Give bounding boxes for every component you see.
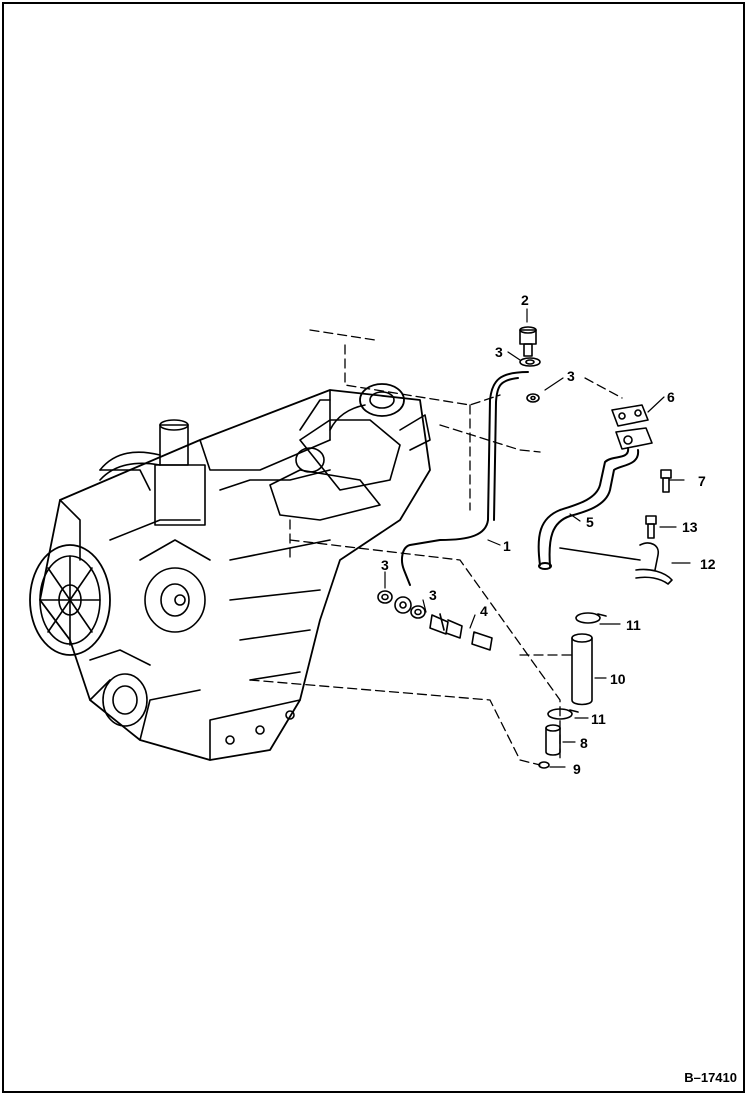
sealing-washer-3-upper [526, 393, 540, 403]
sealing-washer-3-top [519, 357, 541, 367]
callout-3-right: 3 [567, 368, 575, 384]
clamp-bolt-13 [645, 515, 657, 539]
flange-gasket-6 [611, 404, 653, 450]
callout-11-lower: 11 [591, 711, 606, 727]
callout-4: 4 [480, 603, 488, 619]
support-clamp-12 [559, 542, 673, 585]
banjo-fitting [394, 596, 412, 614]
turbocharger [269, 383, 431, 521]
engine-block [39, 389, 431, 761]
callout-12: 12 [700, 556, 716, 572]
callout-6: 6 [667, 389, 675, 405]
leader-lines [384, 308, 691, 768]
phantom-lines [249, 329, 623, 766]
o-ring-9 [538, 761, 550, 769]
callout-13: 13 [682, 519, 698, 535]
callout-11-upper: 11 [626, 617, 641, 633]
callout-8: 8 [580, 735, 588, 751]
drain-fitting-8 [545, 724, 561, 756]
callout-2: 2 [521, 292, 529, 308]
callout-1: 1 [503, 538, 511, 554]
callout-3-lower-left: 3 [381, 557, 389, 573]
hose-clamp-11-lower [547, 708, 579, 720]
callout-10: 10 [610, 671, 626, 687]
flange-bolt-7 [660, 469, 672, 493]
callout-9: 9 [573, 761, 581, 777]
hose-clamp-11-upper [575, 612, 607, 624]
oil-drain-tube-5 [537, 447, 640, 570]
sealing-washer-3-lower [410, 605, 426, 619]
sealing-washer-3-left [377, 590, 393, 604]
adapter-fitting-4 [429, 613, 493, 651]
callout-5: 5 [586, 514, 594, 530]
callout-3-top: 3 [495, 344, 503, 360]
thermostat-housing [99, 419, 206, 526]
oil-hose-10 [571, 633, 593, 706]
figure-id: B–17410 [684, 1070, 737, 1085]
banjo-bolt-2 [519, 326, 537, 357]
water-pump [102, 539, 211, 727]
oil-supply-line-1 [401, 371, 529, 586]
fan-pulley [29, 544, 111, 656]
callout-3-lower: 3 [429, 587, 437, 603]
callout-7: 7 [698, 473, 706, 489]
